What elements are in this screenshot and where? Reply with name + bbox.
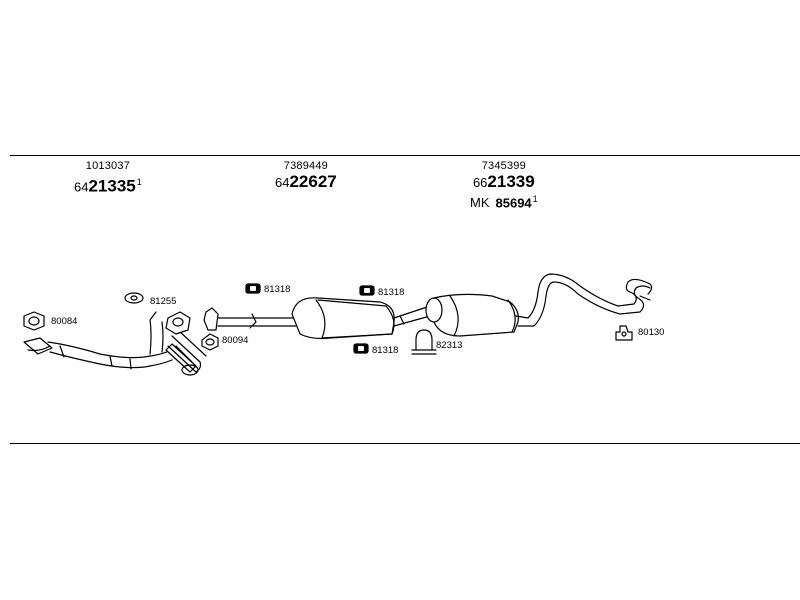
part-number-prefix: 64	[74, 179, 89, 195]
hanger-bottom-label: 81318	[372, 345, 399, 356]
part-number-main: 21335	[88, 176, 136, 196]
tail-hanger-label: 80130	[638, 327, 665, 338]
front-pipe-icon	[23, 311, 207, 376]
top-divider-line	[10, 155, 800, 156]
part-number-footnote: 1	[136, 177, 142, 187]
mounting-kit-footnote: 1	[532, 194, 538, 204]
hanger-top-1-icon	[245, 283, 261, 294]
tail-hanger-icon	[615, 325, 633, 341]
part-group-middle-silencer: 7389449 6422627	[275, 160, 337, 193]
mounting-kit-prefix: MK	[470, 195, 490, 211]
middle-pipe-icon	[203, 307, 301, 331]
u-clamp-label: 82313	[436, 340, 463, 351]
hanger-bottom-icon	[353, 343, 369, 354]
gasket-left-icon	[23, 311, 45, 331]
part-group-front-pipe: 1013037 64213351	[74, 160, 142, 198]
clamp-ring-icon	[201, 333, 219, 351]
part-number: 64213351	[74, 172, 142, 198]
clamp-ring-label: 80094	[222, 335, 249, 346]
middle-silencer-icon	[291, 297, 395, 340]
gasket-left-label: 80084	[51, 316, 78, 327]
flange-gasket-icon	[124, 292, 144, 304]
part-group-rear-silencer: 7345399 6621339 MK 856941	[470, 160, 538, 210]
part-number-prefix: 64	[275, 175, 290, 190]
flange-icon	[165, 311, 191, 335]
u-clamp-icon	[411, 329, 437, 355]
part-number-main: 21339	[487, 172, 535, 191]
connecting-pipe-icon	[393, 305, 431, 327]
rear-silencer-icon	[425, 293, 519, 337]
oem-number: 1013037	[85, 160, 130, 172]
part-number: 6422627	[275, 172, 337, 193]
mounting-kit-main: 85694	[495, 195, 532, 211]
hanger-top-2-icon	[359, 285, 375, 296]
part-number-prefix: 66	[472, 175, 488, 190]
part-number: 6621339	[470, 172, 538, 193]
part-number-main: 22627	[289, 172, 337, 191]
tailpipe-icon	[515, 273, 653, 327]
hanger-top-2-label: 81318	[378, 287, 405, 298]
hanger-top-1-label: 81318	[264, 284, 291, 295]
oem-number: 7389449	[283, 160, 328, 172]
bottom-divider-line	[10, 443, 800, 444]
mounting-kit-number: MK 856941	[470, 194, 538, 210]
flange-gasket-label: 81255	[150, 296, 177, 307]
oem-number: 7345399	[481, 160, 526, 172]
